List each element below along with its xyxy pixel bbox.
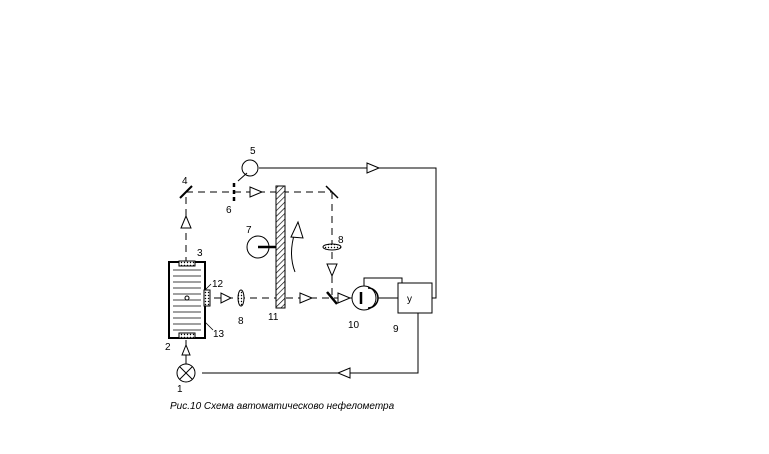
label-lens-bottom: 8 bbox=[238, 316, 244, 327]
label-bottom-window: 2 bbox=[165, 342, 171, 353]
top-window bbox=[178, 260, 196, 267]
amplifier: у bbox=[397, 282, 433, 314]
wedge-motion-arrow bbox=[290, 220, 304, 273]
label-leaders bbox=[204, 283, 214, 331]
label-lens-top: 8 bbox=[338, 235, 344, 246]
label-mirror: 4 bbox=[182, 176, 188, 187]
label-wedge: 11 bbox=[268, 312, 279, 323]
lens-bottom bbox=[237, 289, 245, 307]
reversible-motor bbox=[246, 235, 276, 259]
measuring-photocell bbox=[351, 285, 379, 311]
label-reference-photocell: 5 bbox=[250, 146, 256, 157]
label-beam-splitter: 6 bbox=[226, 205, 232, 216]
label-side-window: 12 bbox=[212, 279, 224, 290]
label-motor: 7 bbox=[246, 225, 252, 236]
bottom-window bbox=[178, 332, 196, 339]
label-amplifier: 9 bbox=[393, 324, 399, 335]
light-source-lamp bbox=[176, 363, 196, 383]
signal-wires bbox=[185, 167, 437, 374]
mirror-left bbox=[179, 185, 193, 199]
cuvette bbox=[168, 261, 206, 339]
label-cuvette: 13 bbox=[213, 329, 225, 340]
lens-top bbox=[322, 243, 342, 251]
mirror-right bbox=[325, 185, 339, 199]
figure-caption: Рис.10 Схема автоматическово нефелометра bbox=[170, 400, 395, 412]
reference-photocell bbox=[237, 159, 259, 182]
optical-wedge bbox=[275, 185, 286, 309]
label-light-source: 1 bbox=[177, 384, 183, 395]
beam-direction-arrows bbox=[180, 162, 381, 379]
label-top-window: 3 bbox=[197, 248, 203, 259]
label-measuring-photocell: 10 bbox=[348, 320, 360, 331]
combining-mirror bbox=[326, 291, 338, 305]
side-window bbox=[203, 289, 211, 307]
amplifier-label: у bbox=[407, 294, 412, 305]
